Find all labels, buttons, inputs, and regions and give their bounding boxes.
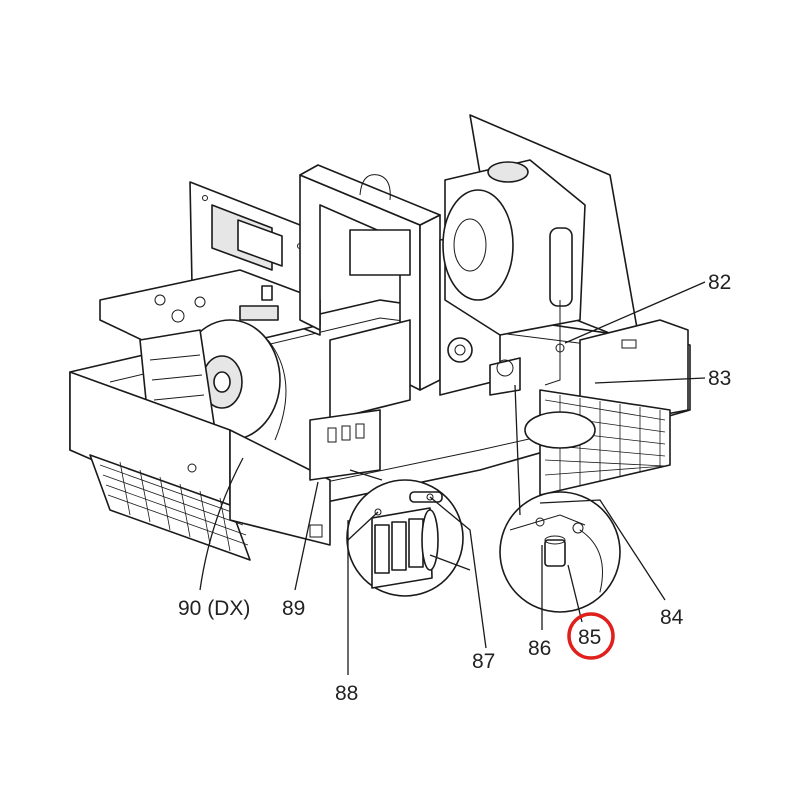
- callout-85: 85: [578, 626, 601, 649]
- detail-fuel-filter: [499, 491, 621, 613]
- callout-86: 86: [528, 637, 551, 660]
- leader-lines: [199, 281, 706, 675]
- pipe-run: [544, 300, 565, 386]
- callout-87: 87: [472, 650, 495, 673]
- callout-labels: 82 83 84 85 86 87 88 89 90 (DX): [178, 271, 731, 705]
- left-end-box: [69, 371, 331, 561]
- callout-83: 83: [708, 367, 731, 390]
- highlight-circle: [567, 612, 615, 660]
- callout-90: 90 (DX): [178, 597, 250, 620]
- callout-84: 84: [660, 606, 684, 629]
- lifting-frame: [299, 164, 441, 391]
- relay-box: [309, 409, 381, 481]
- callout-88: 88: [335, 682, 358, 705]
- battery-basket: [524, 389, 671, 496]
- fuel-filter-mount: [489, 357, 521, 396]
- detail-relays: [346, 479, 464, 597]
- callout-82: 82: [708, 271, 731, 294]
- fan-housing: [442, 159, 586, 336]
- callout-89: 89: [282, 597, 305, 620]
